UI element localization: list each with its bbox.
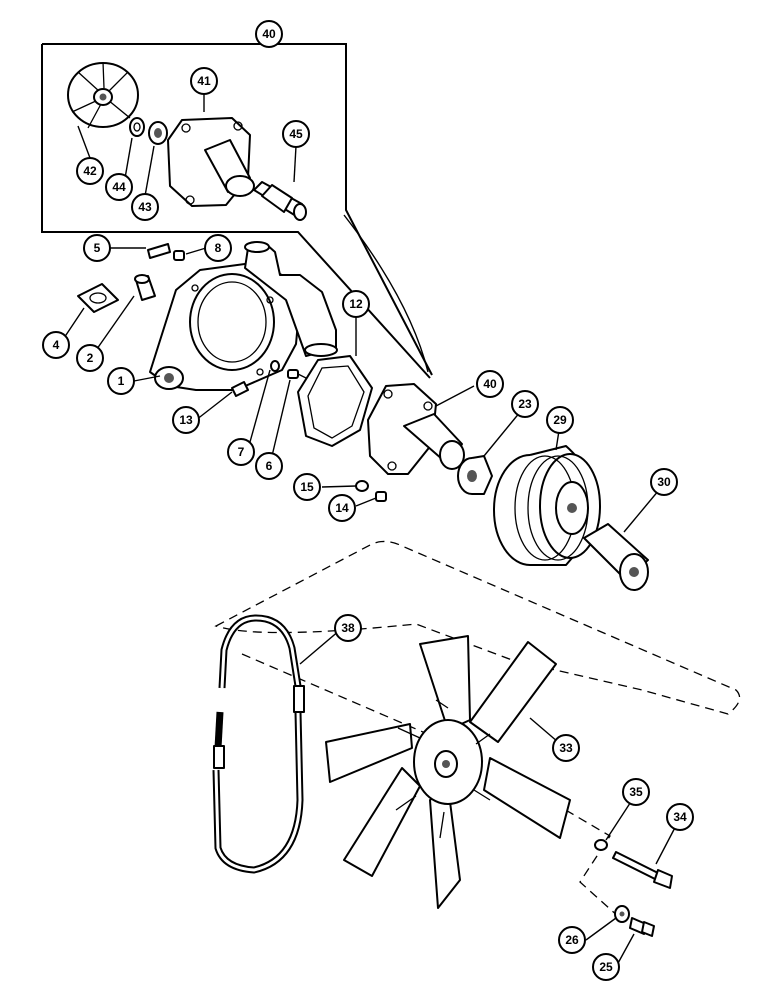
cap-screw (287, 369, 307, 379)
callout-41: 41 (190, 67, 218, 95)
callout-30: 30 (650, 468, 678, 496)
pump-cover (167, 117, 255, 207)
svg-text:1: 1 (118, 374, 125, 388)
svg-text:40: 40 (483, 377, 497, 391)
svg-text:12: 12 (349, 297, 363, 311)
svg-text:26: 26 (565, 933, 579, 947)
callout-34: 34 (666, 803, 694, 831)
fan-spacer (583, 523, 649, 591)
svg-text:29: 29 (553, 413, 567, 427)
callout-40: 40 (255, 20, 283, 48)
stud-short (231, 381, 249, 397)
callout-25: 25 (592, 953, 620, 981)
callout-45: 45 (282, 120, 310, 148)
callout-23: 23 (511, 390, 539, 418)
svg-text:13: 13 (179, 413, 193, 427)
svg-text:34: 34 (673, 810, 687, 824)
fan-envelope-outline (214, 540, 741, 715)
cooling-fan (325, 635, 571, 909)
impeller (67, 61, 139, 129)
callout-12: 12 (342, 290, 370, 318)
callout-33: 33 (552, 734, 580, 762)
svg-text:2: 2 (87, 351, 94, 365)
callout-4: 4 (42, 331, 70, 359)
svg-text:38: 38 (341, 621, 355, 635)
sleeve (134, 274, 156, 301)
callout-26: 26 (558, 926, 586, 954)
fan-washer (594, 839, 608, 851)
svg-text:43: 43 (138, 200, 152, 214)
flange-gasket (77, 283, 119, 313)
svg-text:40: 40 (262, 27, 276, 41)
callout-8: 8 (204, 234, 232, 262)
housing-gasket (297, 355, 373, 447)
callout-14: 14 (328, 494, 356, 522)
svg-text:44: 44 (112, 180, 126, 194)
svg-text:6: 6 (266, 459, 273, 473)
callout-5: 5 (83, 234, 111, 262)
callout-7: 7 (227, 438, 255, 466)
callout-6: 6 (255, 452, 283, 480)
pump-assembly (367, 383, 465, 475)
lock-washer (270, 360, 280, 372)
seal-ring (129, 117, 145, 137)
fan-pulley (493, 445, 601, 566)
callout-43: 43 (131, 193, 159, 221)
callout-13: 13 (172, 406, 200, 434)
callout-15: 15 (293, 473, 321, 501)
spacer-washer (614, 905, 630, 923)
svg-text:42: 42 (83, 164, 97, 178)
callout-42: 42 (76, 157, 104, 185)
callout-2: 2 (76, 344, 104, 372)
washer (355, 480, 369, 492)
pulley-hub (457, 455, 493, 495)
stud (147, 243, 171, 259)
svg-text:14: 14 (335, 501, 349, 515)
svg-text:5: 5 (94, 241, 101, 255)
svg-text:8: 8 (215, 241, 222, 255)
fan-bolt (612, 851, 673, 889)
callout-38: 38 (334, 614, 362, 642)
pump-seal (148, 121, 168, 145)
svg-text:4: 4 (53, 338, 60, 352)
svg-text:41: 41 (197, 74, 211, 88)
svg-text:25: 25 (599, 960, 613, 974)
svg-text:7: 7 (238, 445, 245, 459)
svg-text:45: 45 (289, 127, 303, 141)
callout-35: 35 (622, 778, 650, 806)
callout-1: 1 (107, 367, 135, 395)
svg-text:35: 35 (629, 785, 643, 799)
fan-center-line (241, 653, 621, 919)
svg-text:33: 33 (559, 741, 573, 755)
svg-text:15: 15 (300, 480, 314, 494)
callout-40-main: 40 (476, 370, 504, 398)
callout-44: 44 (105, 173, 133, 201)
svg-text:23: 23 (518, 397, 532, 411)
hex-nut (375, 491, 387, 502)
spacer-bolt (629, 917, 655, 937)
svg-text:30: 30 (657, 475, 671, 489)
drive-belt (212, 614, 305, 874)
nut (173, 250, 185, 261)
shaft-bearing (253, 181, 307, 221)
callout-29: 29 (546, 406, 574, 434)
pump-housing (149, 241, 338, 391)
